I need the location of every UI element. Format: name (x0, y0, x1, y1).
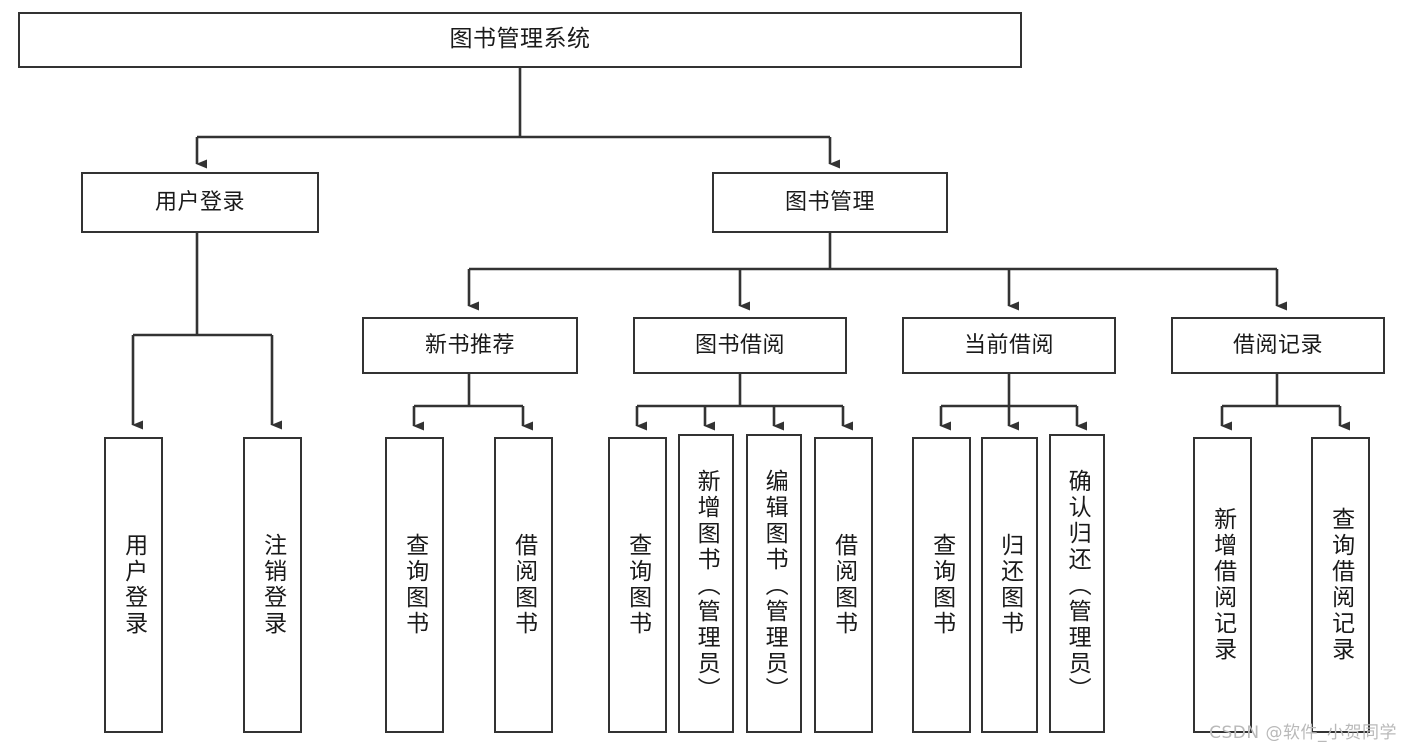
node-leaf-return-book[interactable]: 归还图书 (981, 437, 1038, 733)
node-leaf-user-login[interactable]: 用户登录 (104, 437, 163, 733)
node-current-borrow[interactable]: 当前借阅 (902, 317, 1116, 374)
node-label: 新增图书（管理员） (693, 468, 720, 703)
node-label: 新增借阅记录 (1209, 507, 1236, 663)
node-leaf-confirm-return-admin[interactable]: 确认归还（管理员） (1049, 434, 1105, 733)
node-leaf-add-borrow-record[interactable]: 新增借阅记录 (1193, 437, 1252, 733)
node-label: 查询图书 (928, 533, 955, 637)
node-label: 查询借阅记录 (1327, 507, 1354, 663)
node-leaf-edit-book-admin[interactable]: 编辑图书（管理员） (746, 434, 802, 733)
node-label: 编辑图书（管理员） (761, 468, 788, 703)
node-label: 图书借阅 (694, 332, 785, 358)
watermark: CSDN @软件_小贺同学 (1209, 723, 1397, 743)
node-leaf-query-borrow-record[interactable]: 查询借阅记录 (1311, 437, 1370, 733)
node-label: 借阅记录 (1232, 332, 1323, 358)
node-book-management[interactable]: 图书管理 (712, 172, 948, 233)
node-label: 借阅图书 (510, 533, 537, 637)
node-label: 用户登录 (154, 189, 245, 215)
node-label: 查询图书 (401, 533, 428, 637)
node-label: 图书管理系统 (449, 26, 591, 53)
node-leaf-query-book-current[interactable]: 查询图书 (912, 437, 971, 733)
node-label: 注销登录 (259, 533, 286, 637)
node-label: 归还图书 (996, 533, 1023, 637)
node-leaf-logout[interactable]: 注销登录 (243, 437, 302, 733)
node-leaf-borrow-book[interactable]: 借阅图书 (814, 437, 873, 733)
node-label: 查询图书 (624, 533, 651, 637)
node-label: 当前借阅 (963, 332, 1054, 358)
node-root-system[interactable]: 图书管理系统 (18, 12, 1022, 68)
node-label: 新书推荐 (424, 332, 515, 358)
node-leaf-borrow-book-rec[interactable]: 借阅图书 (494, 437, 553, 733)
node-leaf-add-book-admin[interactable]: 新增图书（管理员） (678, 434, 734, 733)
node-label: 借阅图书 (830, 533, 857, 637)
node-leaf-query-book-borrow[interactable]: 查询图书 (608, 437, 667, 733)
node-book-borrow[interactable]: 图书借阅 (633, 317, 847, 374)
node-user-login[interactable]: 用户登录 (81, 172, 319, 233)
node-borrow-record[interactable]: 借阅记录 (1171, 317, 1385, 374)
node-leaf-query-book-rec[interactable]: 查询图书 (385, 437, 444, 733)
node-label: 确认归还（管理员） (1064, 468, 1091, 703)
node-label: 用户登录 (120, 533, 147, 637)
node-label: 图书管理 (784, 189, 875, 215)
node-new-book-recommend[interactable]: 新书推荐 (362, 317, 578, 374)
